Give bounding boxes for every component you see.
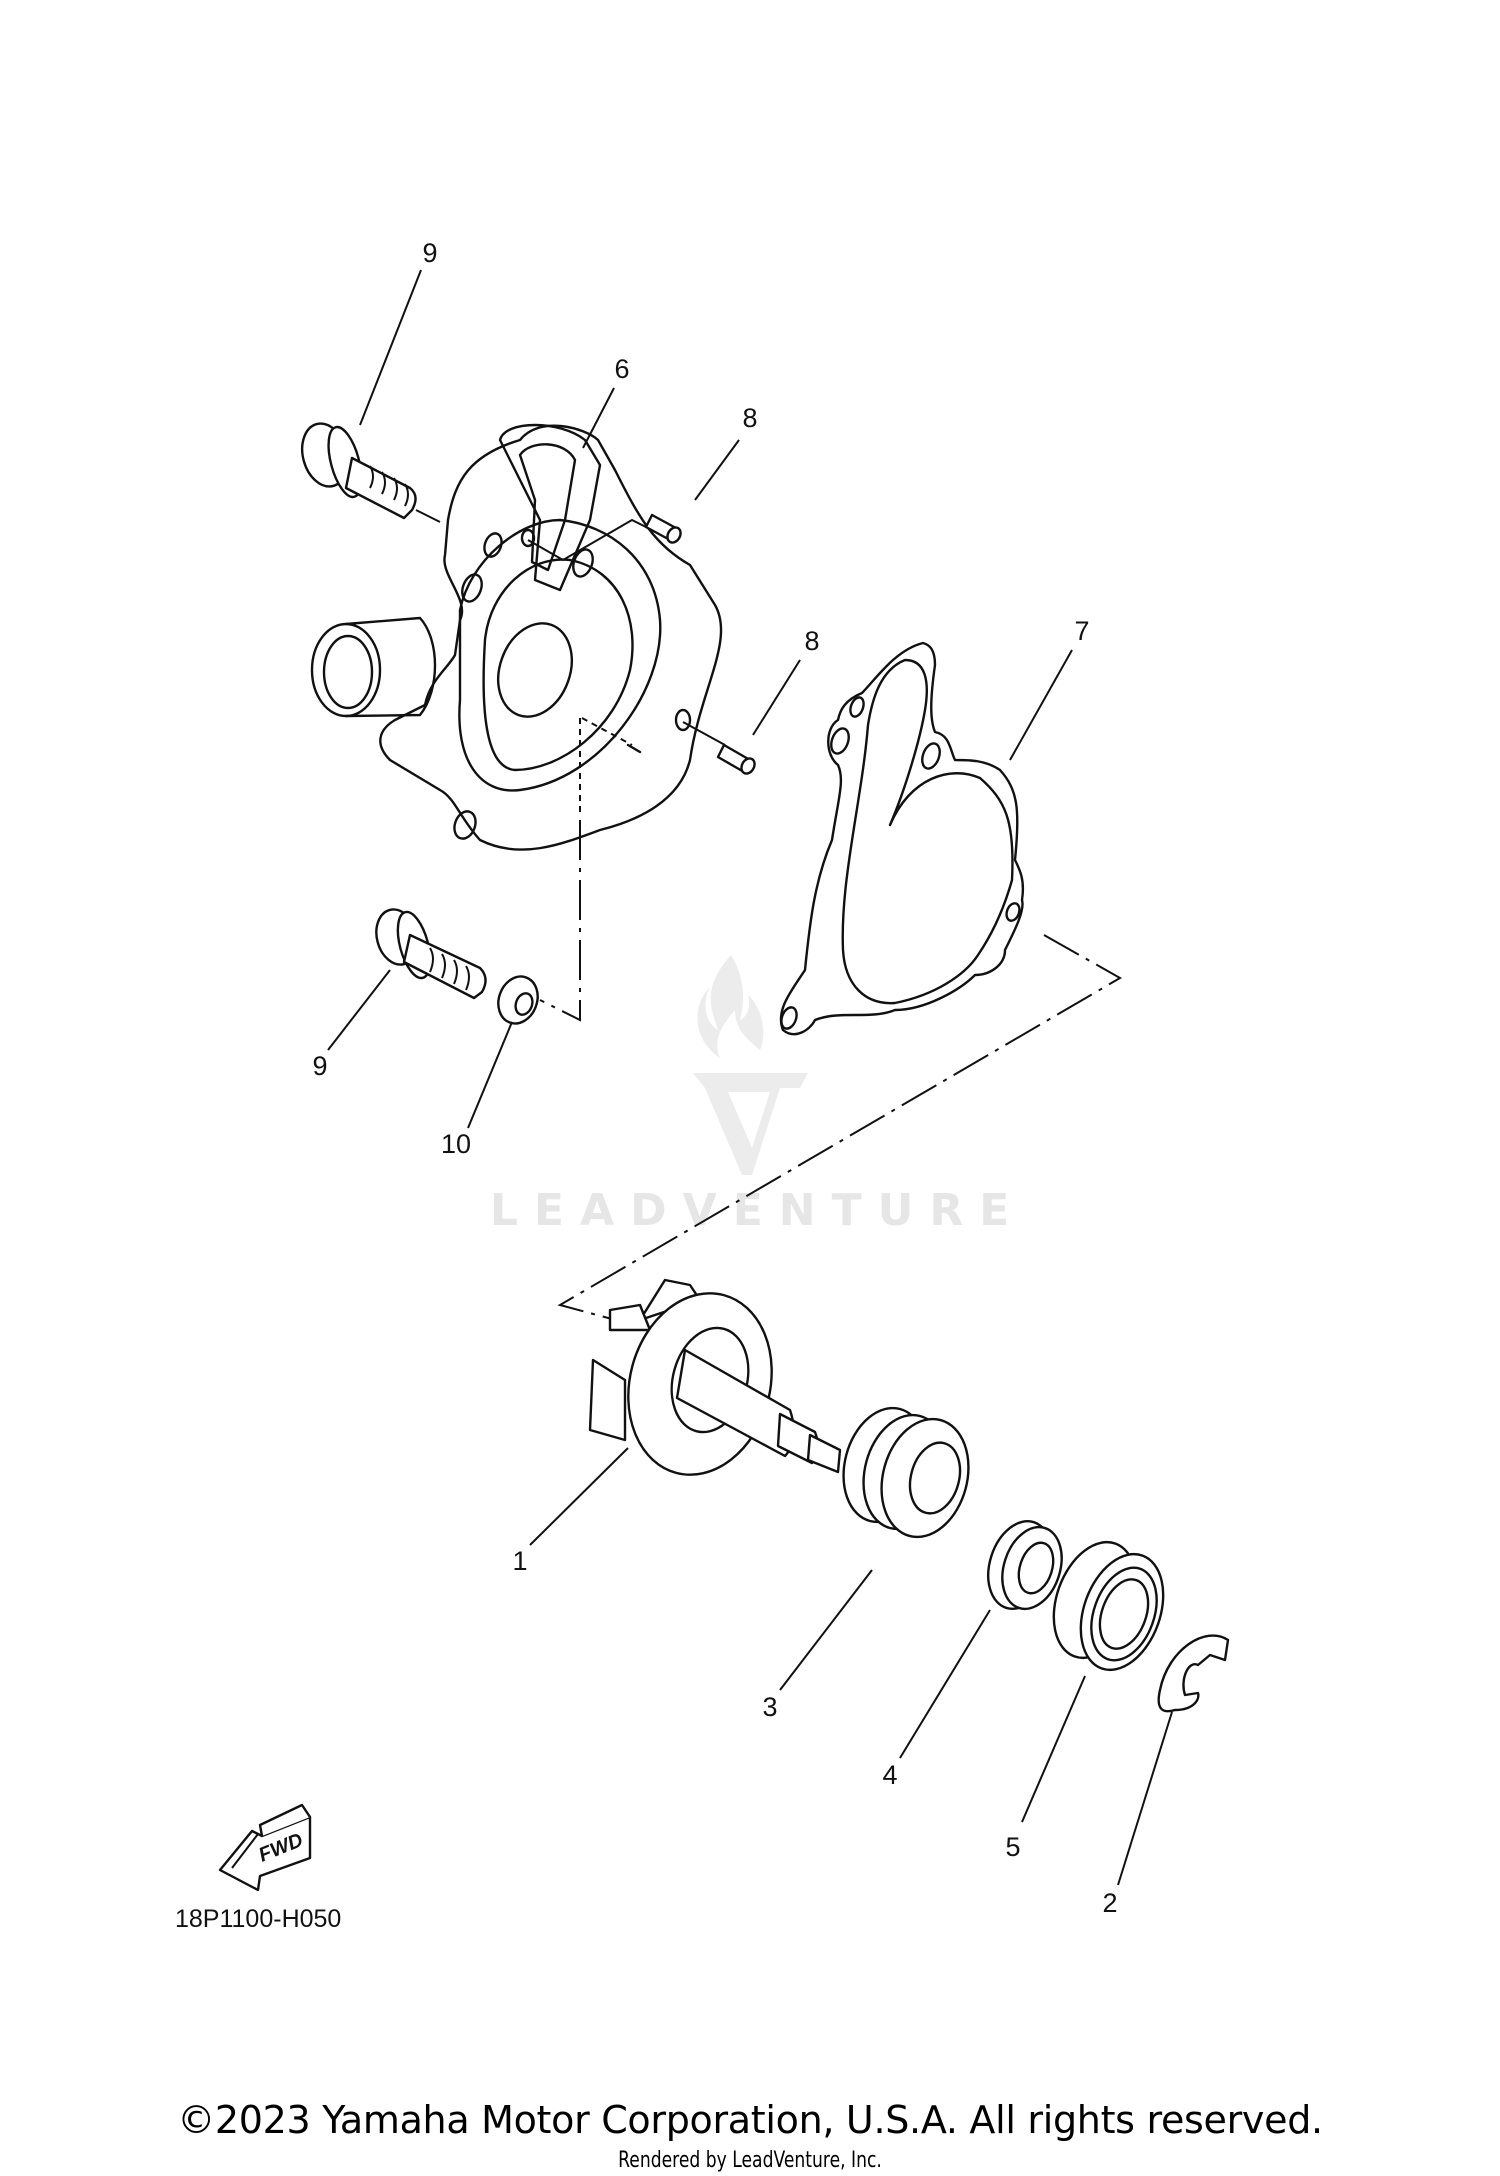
- callout-6[interactable]: 6: [614, 354, 629, 384]
- bearing-small[interactable]: [978, 1513, 1072, 1617]
- v-logo-icon: [693, 1073, 808, 1175]
- callout-5[interactable]: 5: [1005, 1832, 1020, 1862]
- callout-1[interactable]: 1: [512, 1546, 527, 1576]
- impeller-shaft[interactable]: [588, 1277, 842, 1491]
- dowel-pin-lower[interactable]: [682, 721, 757, 776]
- callout-numbers: 9 6 8 8 7 9 10 1 3 4 5 2: [312, 238, 1117, 1918]
- bearing-large[interactable]: [1039, 1531, 1178, 1682]
- assembly-axis-line: [557, 934, 1123, 1333]
- dowel-pin-upper[interactable]: [644, 513, 683, 545]
- bolt-lower[interactable]: [370, 905, 487, 1000]
- fwd-arrow-icon: FWD: [218, 1803, 312, 1892]
- leader-lines: [327, 269, 1173, 1886]
- washer[interactable]: [492, 971, 544, 1029]
- diagram-code: 18P1100-H050: [175, 1905, 341, 1933]
- callout-10[interactable]: 10: [441, 1129, 471, 1159]
- watermark-text: LEADVENTURE: [490, 1185, 1025, 1236]
- callout-9-upper[interactable]: 9: [422, 238, 437, 268]
- rendered-by-note: Rendered by LeadVenture, Inc.: [618, 2148, 882, 2173]
- flame-logo-icon: [697, 955, 764, 1058]
- oil-seal[interactable]: [831, 1399, 981, 1547]
- callout-4[interactable]: 4: [882, 1760, 897, 1790]
- copyright-footer: ©2023 Yamaha Motor Corporation, U.S.A. A…: [177, 2098, 1323, 2142]
- callout-8-upper[interactable]: 8: [742, 403, 757, 433]
- circlip[interactable]: [1157, 1634, 1230, 1713]
- callout-9-lower[interactable]: 9: [312, 1051, 327, 1081]
- callout-8-lower[interactable]: 8: [804, 626, 819, 656]
- water-pump-housing[interactable]: [310, 423, 723, 1022]
- callout-7[interactable]: 7: [1074, 616, 1089, 646]
- gasket[interactable]: [779, 641, 1025, 1036]
- callout-2[interactable]: 2: [1102, 1888, 1117, 1918]
- bolt-upper[interactable]: [295, 418, 441, 523]
- callout-3[interactable]: 3: [762, 1692, 777, 1722]
